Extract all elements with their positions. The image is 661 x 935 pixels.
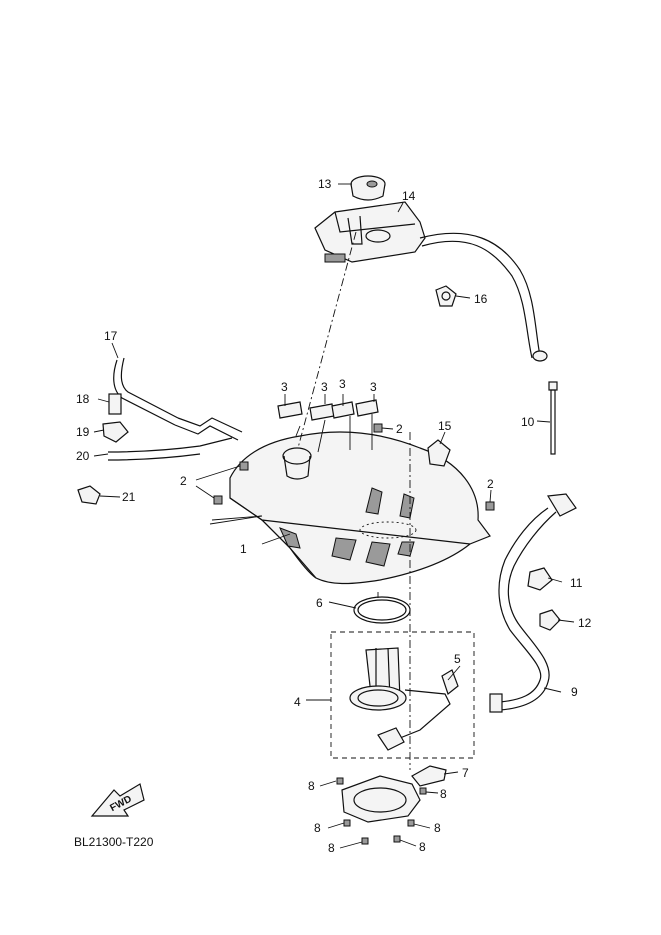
callout-5: 5 — [454, 652, 461, 666]
hose-clip-21-part — [77, 485, 101, 505]
callout-8f: 8 — [419, 840, 426, 854]
cushion-pads — [277, 399, 379, 421]
callout-21: 21 — [122, 490, 136, 504]
callout-8a: 8 — [308, 779, 315, 793]
callout-10: 10 — [521, 415, 535, 429]
callout-17: 17 — [104, 329, 118, 343]
callout-3d: 3 — [370, 380, 377, 394]
screws-8 — [336, 777, 427, 845]
callout-numbers: 13 14 16 17 18 19 20 21 3 3 3 3 2 15 2 2… — [76, 177, 592, 855]
callout-2c: 2 — [487, 477, 494, 491]
hose-clamp-11-part — [527, 567, 553, 591]
callout-3c: 3 — [339, 377, 346, 391]
leader-lines — [93, 183, 575, 849]
callout-2a: 2 — [396, 422, 403, 436]
breather-hose-assembly — [102, 357, 243, 461]
callout-9: 9 — [571, 685, 578, 699]
hose-clip-part — [435, 285, 457, 307]
callout-15: 15 — [438, 419, 452, 433]
callout-13: 13 — [318, 177, 332, 191]
callout-16: 16 — [474, 292, 488, 306]
fuel-hose-7-part — [411, 765, 447, 787]
callout-8d: 8 — [434, 821, 441, 835]
callout-8b: 8 — [440, 787, 447, 801]
callout-12: 12 — [578, 616, 592, 630]
pump-plate-part — [341, 775, 421, 823]
filler-tray-part — [314, 201, 426, 263]
fuel-hose-9-part — [489, 493, 577, 713]
fuel-tank-part — [229, 431, 491, 585]
callout-8c: 8 — [314, 821, 321, 835]
callout-1: 1 — [240, 542, 247, 556]
callout-2b: 2 — [180, 474, 187, 488]
callout-7: 7 — [462, 766, 469, 780]
callout-20: 20 — [76, 449, 90, 463]
fuel-cap-part — [350, 175, 386, 201]
cable-tie-part — [548, 381, 558, 455]
callout-4: 4 — [294, 695, 301, 709]
diagram-code: BL21300-T220 — [74, 835, 154, 849]
callout-14: 14 — [402, 189, 416, 203]
alignment-lines — [297, 231, 411, 770]
callout-18: 18 — [76, 392, 90, 406]
gasket-part — [353, 596, 411, 624]
callout-3a: 3 — [281, 380, 288, 394]
forward-direction-arrow: FWD — [90, 783, 145, 817]
callout-3b: 3 — [321, 380, 328, 394]
hose-clamp-12-part — [539, 609, 561, 631]
fuel-pump-part — [349, 647, 459, 751]
callout-6: 6 — [316, 596, 323, 610]
tank-bracket-part — [427, 439, 451, 467]
tray-drain-hose — [419, 232, 548, 362]
callout-19: 19 — [76, 425, 90, 439]
callout-11: 11 — [570, 576, 583, 590]
callout-8e: 8 — [328, 841, 335, 855]
